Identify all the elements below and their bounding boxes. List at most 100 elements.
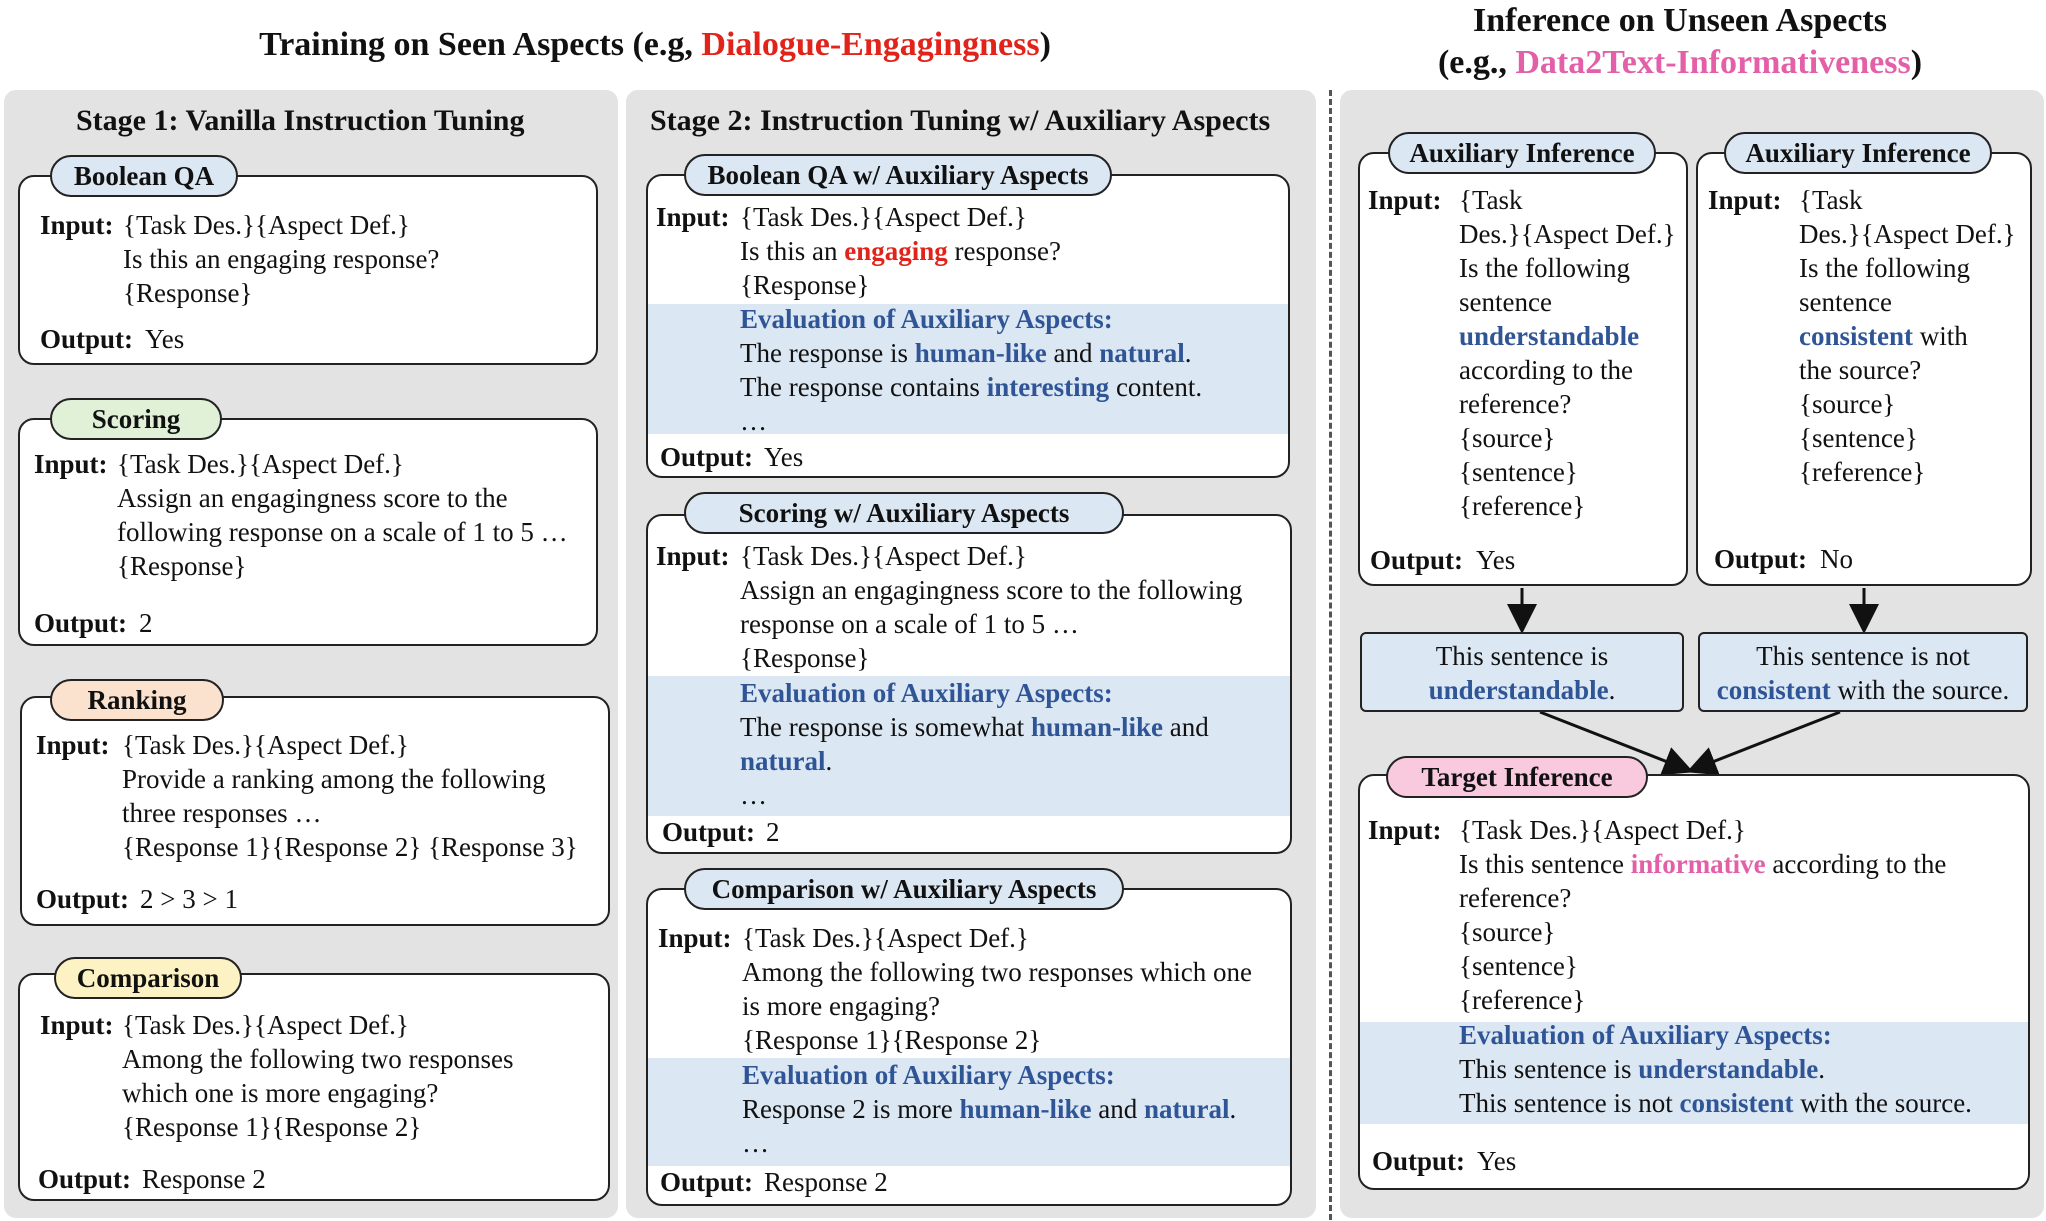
tag-ranking: Ranking bbox=[50, 679, 224, 721]
card-s2-comparison bbox=[646, 888, 1292, 1206]
aux-highlight bbox=[648, 1058, 1290, 1166]
s1-cp-output: Response 2 bbox=[142, 1164, 266, 1194]
stage1-title: Stage 1: Vanilla Instruction Tuning bbox=[76, 104, 525, 137]
aux1-rest5: {reference} bbox=[1459, 491, 1586, 521]
s2-cp-output: Response 2 bbox=[764, 1167, 888, 1197]
card-boolean-qa bbox=[18, 175, 598, 365]
note-consistent: This sentence is not consistent with the… bbox=[1698, 632, 2028, 712]
input-label: Input: bbox=[1708, 185, 1782, 215]
stage2-title: Stage 2: Instruction Tuning w/ Auxiliary… bbox=[650, 104, 1271, 137]
s1-sc-output: 2 bbox=[139, 608, 153, 638]
target-line6: {reference} bbox=[1459, 985, 1586, 1015]
output-label: Output: bbox=[40, 324, 134, 354]
s1-cp-line2: Among the following two responses bbox=[122, 1044, 514, 1074]
s2-sc-eval2: natural. bbox=[740, 746, 833, 776]
input-label: Input: bbox=[656, 202, 730, 232]
s1-bq-output: Yes bbox=[145, 324, 185, 354]
s2-sc-eval1: The response is somewhat human-like and bbox=[740, 712, 1209, 742]
output-label: Output: bbox=[36, 884, 130, 914]
s1-bq-line2: Is this an engaging response? bbox=[123, 244, 440, 274]
arrow-aux2-to-target bbox=[1686, 710, 1841, 776]
target-line5: {sentence} bbox=[1459, 951, 1578, 981]
aux-highlight bbox=[648, 304, 1288, 434]
input-label: Input: bbox=[656, 541, 730, 571]
s2-cp-ellipsis: … bbox=[742, 1128, 769, 1158]
s1-cp-line4: {Response 1}{Response 2} bbox=[122, 1112, 422, 1142]
aux2-rest3: {sentence} bbox=[1799, 423, 1918, 453]
s1-sc-line3: following response on a scale of 1 to 5 … bbox=[117, 517, 568, 547]
note-understandable: This sentence is understandable. bbox=[1360, 632, 1684, 712]
training-header: Training on Seen Aspects (e.g, Dialogue-… bbox=[259, 26, 1051, 63]
s2-bq-ellipsis: … bbox=[740, 406, 767, 436]
aux2-output: No bbox=[1820, 544, 1853, 574]
input-label: Input: bbox=[1368, 185, 1442, 215]
s2-sc-line2: Assign an engagingness score to the foll… bbox=[740, 575, 1243, 605]
aux2-line3: Is the following bbox=[1799, 253, 1970, 283]
card-s2-boolean bbox=[646, 174, 1290, 478]
s2-bq-line3: {Response} bbox=[740, 270, 870, 300]
aux2-keyword-line: consistent with bbox=[1799, 321, 1968, 351]
tag-s2-scoring: Scoring w/ Auxiliary Aspects bbox=[684, 492, 1124, 534]
aux-title: Evaluation of Auxiliary Aspects: bbox=[742, 1060, 1115, 1090]
aux-highlight bbox=[1360, 1022, 2028, 1124]
aux1-line1: {Task bbox=[1459, 185, 1523, 215]
aux-title: Evaluation of Auxiliary Aspects: bbox=[1459, 1020, 1832, 1050]
s1-sc-line1: {Task Des.}{Aspect Def.} bbox=[117, 449, 404, 479]
arrow-aux1-to-target bbox=[1539, 710, 1694, 776]
train-aspect: Dialogue-Engagingness bbox=[701, 26, 1040, 63]
target-line3: reference? bbox=[1459, 883, 1572, 913]
s2-bq-eval1: The response is human-like and natural. bbox=[740, 338, 1192, 368]
aux1-line3: Is the following bbox=[1459, 253, 1630, 283]
s2-cp-line4: {Response 1}{Response 2} bbox=[742, 1025, 1042, 1055]
tag-comparison: Comparison bbox=[54, 957, 242, 999]
s2-bq-line1: {Task Des.}{Aspect Def.} bbox=[740, 202, 1027, 232]
tag-target-inference: Target Inference bbox=[1386, 756, 1648, 798]
output-label: Output: bbox=[1372, 1146, 1466, 1176]
aux-title: Evaluation of Auxiliary Aspects: bbox=[740, 304, 1113, 334]
infer-aspect: Data2Text-Informativeness bbox=[1515, 44, 1911, 81]
card-target-inference bbox=[1358, 774, 2030, 1190]
s1-rk-line1: {Task Des.}{Aspect Def.} bbox=[122, 730, 409, 760]
s1-bq-line3: {Response} bbox=[123, 278, 253, 308]
aux1-line4: sentence bbox=[1459, 287, 1552, 317]
tag-s2-comparison: Comparison w/ Auxiliary Aspects bbox=[684, 868, 1124, 910]
tag-s2-boolean: Boolean QA w/ Auxiliary Aspects bbox=[684, 154, 1112, 196]
s1-rk-output: 2 > 3 > 1 bbox=[140, 884, 238, 914]
aux2-rest2: {source} bbox=[1799, 389, 1896, 419]
input-label: Input: bbox=[40, 210, 114, 240]
s2-cp-line2: Among the following two responses which … bbox=[742, 957, 1252, 987]
aux1-rest3: {source} bbox=[1459, 423, 1556, 453]
divider bbox=[1329, 90, 1332, 1220]
aux-highlight bbox=[648, 676, 1290, 816]
target-line4: {source} bbox=[1459, 917, 1556, 947]
s1-sc-line4: {Response} bbox=[117, 551, 247, 581]
target-output: Yes bbox=[1477, 1146, 1517, 1176]
aux2-rest1: the source? bbox=[1799, 355, 1922, 385]
aux1-rest2: reference? bbox=[1459, 389, 1572, 419]
s1-cp-line3: which one is more engaging? bbox=[122, 1078, 439, 1108]
output-label: Output: bbox=[660, 442, 754, 472]
s2-cp-eval1: Response 2 is more human-like and natura… bbox=[742, 1094, 1237, 1124]
card-scoring bbox=[18, 418, 598, 646]
s1-cp-line1: {Task Des.}{Aspect Def.} bbox=[122, 1010, 409, 1040]
tag-scoring: Scoring bbox=[50, 398, 222, 440]
tag-aux-inference-1: Auxiliary Inference bbox=[1388, 132, 1656, 174]
aux-title: Evaluation of Auxiliary Aspects: bbox=[740, 678, 1113, 708]
s1-bq-line1: {Task Des.}{Aspect Def.} bbox=[123, 210, 410, 240]
inference-header: Inference on Unseen Aspects (e.g., Data2… bbox=[1437, 2, 1923, 81]
input-label: Input: bbox=[658, 923, 732, 953]
target-line1: {Task Des.}{Aspect Def.} bbox=[1459, 815, 1746, 845]
engaging-keyword: engaging bbox=[844, 236, 948, 266]
output-label: Output: bbox=[38, 1164, 132, 1194]
s2-bq-eval2: The response contains interesting conten… bbox=[740, 372, 1203, 402]
s2-cp-line1: {Task Des.}{Aspect Def.} bbox=[742, 923, 1029, 953]
s2-bq-line2: Is this an engaging response? bbox=[740, 236, 1061, 266]
s2-sc-ellipsis: … bbox=[740, 780, 767, 810]
s1-rk-line4: {Response 1}{Response 2} {Response 3} bbox=[122, 832, 578, 862]
output-label: Output: bbox=[1370, 545, 1464, 575]
aux2-line4: sentence bbox=[1799, 287, 1892, 317]
input-label: Input: bbox=[40, 1010, 114, 1040]
card-aux-inference-1 bbox=[1358, 152, 1688, 586]
s1-rk-line3: three responses … bbox=[122, 798, 322, 828]
